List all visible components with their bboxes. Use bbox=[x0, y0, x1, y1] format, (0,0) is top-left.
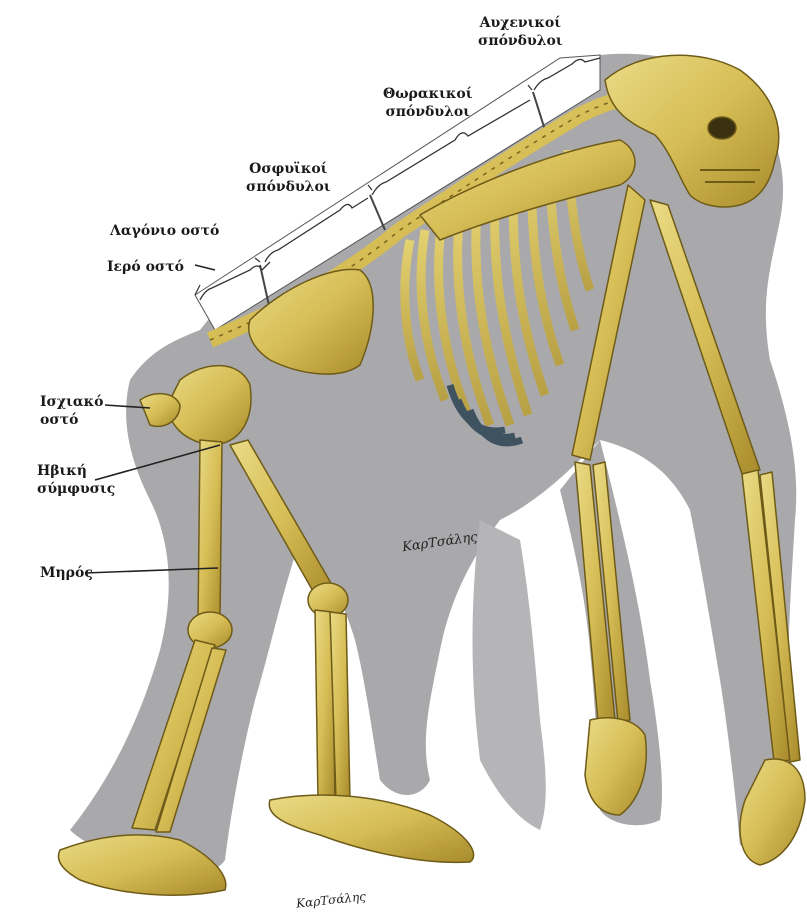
label-lumbar-line1: Οσφυϊκοί bbox=[246, 160, 331, 178]
label-thoracic-line1: Θωρακικοί bbox=[383, 85, 472, 103]
label-pubic-line1: Ηβική bbox=[37, 462, 115, 480]
label-ischium-line2: οστό bbox=[40, 411, 103, 429]
label-femur: Μηρός bbox=[40, 564, 93, 582]
label-lumbar-line2: σπόνδυλοι bbox=[246, 178, 331, 196]
label-pubic-symphysis: Ηβική σύμφυσις bbox=[37, 462, 115, 498]
femur bbox=[198, 440, 222, 622]
label-cervical-line2: σπόνδυλοι bbox=[478, 32, 563, 50]
label-pubic-line2: σύμφυσις bbox=[37, 480, 115, 498]
label-ischium: Ισχιακό οστό bbox=[40, 393, 103, 429]
label-ilium: Λαγόνιο οστό bbox=[110, 222, 219, 240]
rear-foot bbox=[269, 795, 473, 862]
label-thoracic-line2: σπόνδυλοι bbox=[383, 103, 472, 121]
label-cervical-line1: Αυχενικοί bbox=[478, 14, 563, 32]
eye-socket bbox=[708, 117, 736, 139]
label-cervical-vertebrae: Αυχενικοί σπόνδυλοι bbox=[478, 14, 563, 50]
label-ischium-line1: Ισχιακό bbox=[40, 393, 103, 411]
label-sacrum: Ιερό οστό bbox=[107, 258, 184, 276]
label-thoracic-vertebrae: Θωρακικοί σπόνδυλοι bbox=[383, 85, 472, 121]
label-lumbar-vertebrae: Οσφυϊκοί σπόνδυλοι bbox=[246, 160, 331, 196]
